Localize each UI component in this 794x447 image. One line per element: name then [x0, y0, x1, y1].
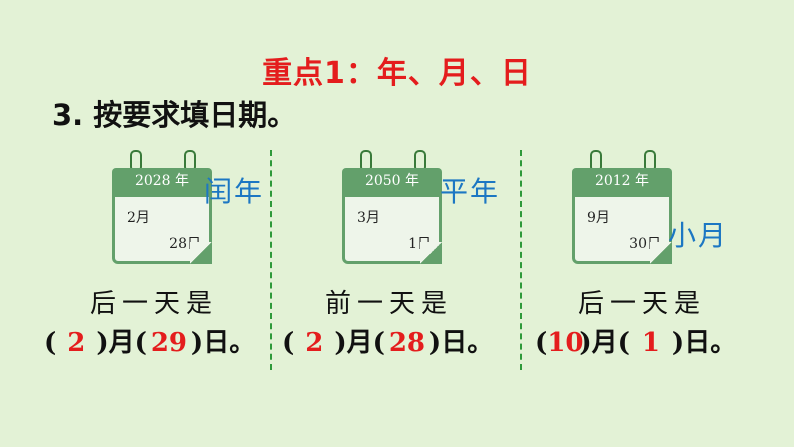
column-divider — [520, 150, 522, 370]
answer-line: (10)月(1)日。 — [535, 328, 737, 358]
calendar-year: 2028 年 — [112, 168, 212, 194]
answer-month: 2 — [305, 328, 324, 358]
calendar-icon: 2050 年 3月 1日 — [342, 150, 442, 270]
answer-day: 28 — [388, 328, 426, 358]
answer-day: 29 — [150, 328, 188, 358]
calendar-month: 2月 — [127, 210, 150, 226]
answer-month: 10 — [547, 328, 584, 358]
calendar-month: 9月 — [587, 210, 610, 226]
question-prompt: 后一天是 — [578, 289, 707, 319]
calendar-month: 3月 — [357, 210, 380, 226]
calendar-year: 2050 年 — [342, 168, 442, 194]
answer-line: (2)月(29)日。 — [44, 328, 256, 358]
section-heading: 重点1：年、月、日 — [262, 56, 532, 91]
answer-day: 1 — [641, 328, 660, 358]
calendar-icon: 2012 年 9月 30日 — [572, 150, 672, 270]
calendar-year: 2012 年 — [572, 168, 672, 194]
calendar-page: 3月 1日 — [342, 194, 442, 264]
question-prompt: 前一天是 — [325, 289, 454, 319]
month-type-label: 小月 — [668, 219, 729, 252]
question-prompt: 后一天是 — [90, 289, 219, 319]
question-title: 3. 按要求填日期。 — [52, 98, 297, 132]
year-type-label: 平年 — [440, 175, 501, 208]
calendar-icon: 2028 年 2月 28日 — [112, 150, 212, 270]
calendar-page: 2月 28日 — [112, 194, 212, 264]
column-divider — [270, 150, 272, 370]
calendar-page: 9月 30日 — [572, 194, 672, 264]
answer-month: 2 — [67, 328, 86, 358]
answer-line: (2)月(28)日。 — [282, 328, 494, 358]
year-type-label: 闰年 — [204, 175, 265, 208]
